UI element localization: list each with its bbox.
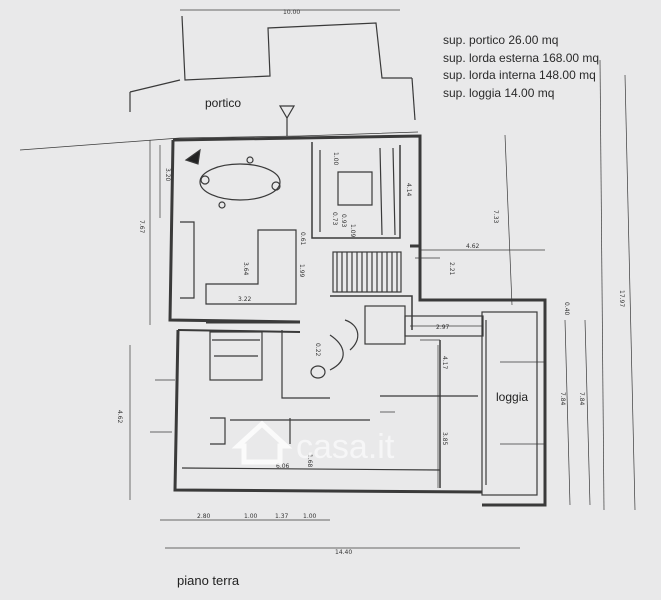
staircase — [332, 251, 402, 293]
chair — [246, 156, 254, 164]
dim-7-84-outer: 7.84 — [578, 392, 585, 406]
lower-top-wall — [177, 329, 301, 333]
fireplace — [184, 148, 201, 165]
dim-2-97: 2.97 — [436, 324, 450, 331]
bath-wall — [281, 330, 330, 399]
window-ticks — [150, 257, 545, 445]
watermark-text: casa.it — [296, 428, 395, 466]
dim-3-20: 3.20 — [164, 168, 171, 182]
bed-lines — [212, 339, 260, 357]
dim-0-93: 0.93 — [340, 214, 347, 228]
chair — [218, 201, 226, 209]
lower-outer-wall — [173, 329, 483, 494]
door-arc-2 — [344, 319, 359, 351]
dim-2-21: 2.21 — [448, 262, 455, 276]
loggia-area — [481, 311, 538, 496]
watermark: casa.it — [231, 420, 395, 466]
closet — [404, 315, 484, 337]
portico-outline — [181, 15, 412, 81]
right-outer-wall — [410, 244, 547, 507]
dim-0-40: 0.40 — [563, 302, 570, 316]
plan-title: piano terra — [177, 573, 240, 588]
dim-0-61: 0.61 — [299, 232, 306, 246]
dim-3-64: 3.64 — [242, 262, 249, 276]
dim-0-22: 0.22 — [314, 343, 321, 357]
dim-total-width: 14.40 — [335, 549, 352, 556]
bath-room — [364, 305, 406, 345]
dim-top-width: 10.00 — [283, 9, 300, 16]
dim-2-80: 2.80 — [197, 513, 211, 520]
dim-3-85: 3.85 — [441, 432, 448, 446]
upper-left-wall — [168, 139, 301, 324]
surface-info: sup. portico 26.00 mq sup. lorda esterna… — [443, 32, 599, 102]
bottom-inner-wall — [181, 467, 441, 471]
kitchen-counter-right — [379, 147, 396, 236]
sofa — [205, 229, 297, 305]
dim-3-22: 3.22 — [238, 296, 252, 303]
dimension-lines — [129, 9, 636, 549]
dim-4-14: 4.14 — [405, 183, 412, 197]
chair — [200, 175, 210, 185]
dim-4-17: 4.17 — [441, 356, 448, 370]
lamp-symbol — [278, 105, 296, 136]
dim-1-68: 1.68 — [306, 454, 313, 468]
bed — [209, 331, 263, 381]
dim-4-62: 4.62 — [466, 243, 480, 250]
dim-total-height: 17.97 — [618, 290, 625, 307]
dim-1-00: 1.00 — [332, 152, 339, 166]
corridor-wall — [330, 295, 413, 330]
info-lorda-esterna: sup. lorda esterna 168.00 mq — [443, 50, 600, 65]
dim-1-00-a: 1.00 — [244, 513, 258, 520]
dining-table — [199, 163, 281, 201]
door-arc — [329, 334, 344, 371]
ground-line — [19, 131, 419, 151]
info-loggia: sup. loggia 14.00 mq — [443, 85, 555, 100]
house-logo-icon — [231, 420, 293, 465]
dim-1-37: 1.37 — [275, 513, 289, 520]
dim-4-62-left: 4.62 — [116, 410, 123, 424]
bedroom-furniture — [210, 417, 370, 445]
dim-7-84-inner: 7.84 — [559, 392, 566, 406]
upper-outer-wall — [172, 134, 422, 246]
living-wall-left — [180, 221, 195, 299]
info-portico: sup. portico 26.00 mq — [443, 33, 559, 47]
portico-right-line — [411, 77, 416, 121]
dim-1-00-b: 1.00 — [303, 513, 317, 520]
dim-0-73: 0.73 — [331, 212, 338, 226]
dim-1-99: 1.99 — [298, 264, 305, 278]
portico-left-edge — [129, 79, 181, 93]
info-lorda-interna: sup. lorda interna 148.00 mq — [443, 68, 596, 82]
room-label-loggia: loggia — [496, 390, 528, 404]
room-label-portico: portico — [205, 96, 241, 110]
dim-7-67: 7.67 — [138, 220, 145, 234]
kitchen-island — [337, 171, 373, 206]
dim-7-33: 7.33 — [492, 210, 499, 224]
chair — [271, 181, 281, 191]
dim-6-06: 6.06 — [276, 463, 290, 470]
kitchen-wall — [311, 142, 401, 239]
toilet — [310, 365, 326, 379]
dim-1-09: 1.09 — [349, 224, 356, 238]
